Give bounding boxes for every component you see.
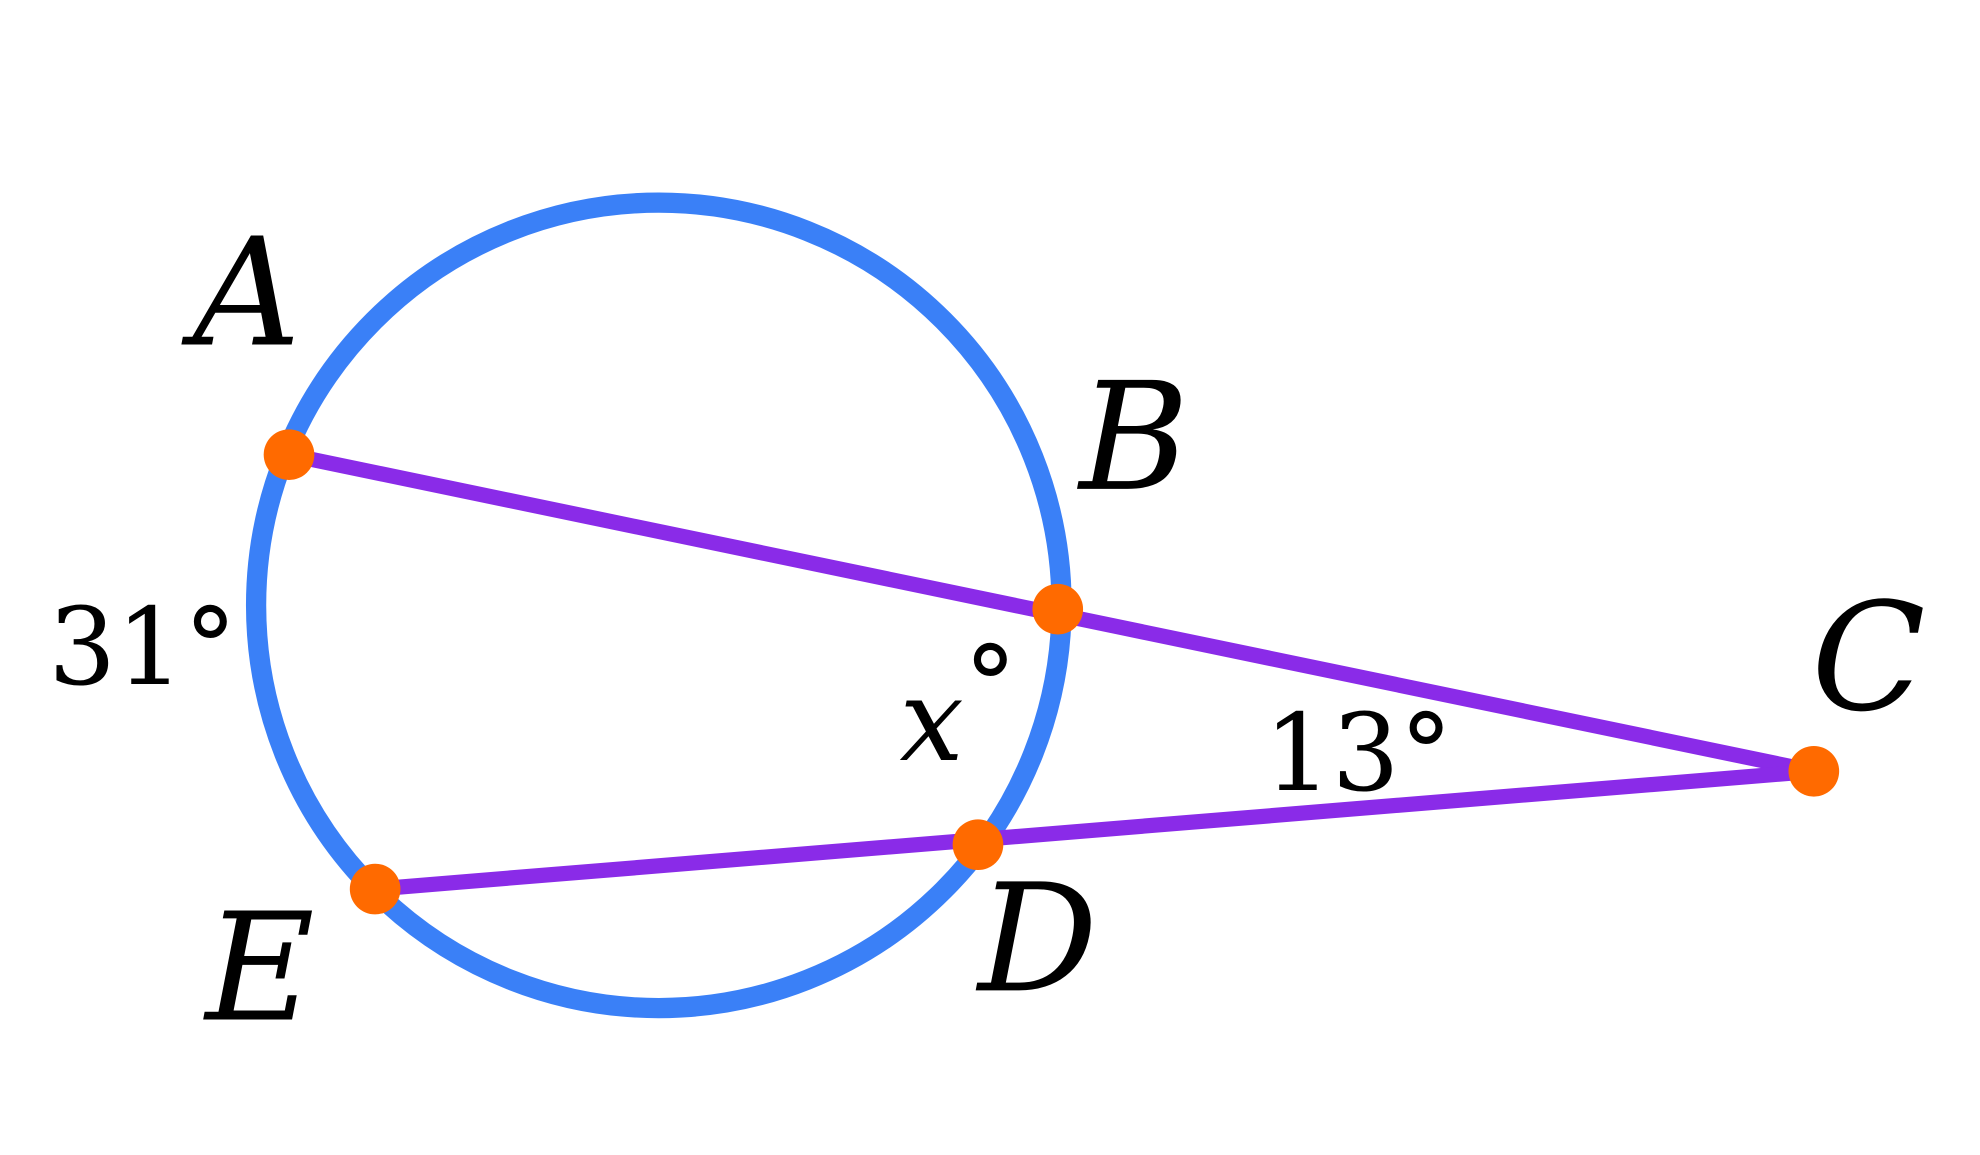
angle-label-x: x°: [899, 624, 1016, 787]
label-E: E: [202, 881, 314, 1055]
point-A: [263, 429, 315, 480]
point-D: [952, 819, 1004, 871]
label-D: D: [975, 852, 1098, 1026]
point-C: [1788, 745, 1840, 797]
angle-label-31: 31°: [48, 586, 237, 710]
label-C: C: [1811, 571, 1925, 745]
point-B: [1032, 583, 1084, 635]
label-A: A: [181, 206, 301, 380]
angle-label-13: 13°: [1264, 692, 1453, 816]
secant-EC: [374, 763, 1815, 897]
label-B: B: [1076, 351, 1189, 525]
point-E: [349, 863, 401, 915]
